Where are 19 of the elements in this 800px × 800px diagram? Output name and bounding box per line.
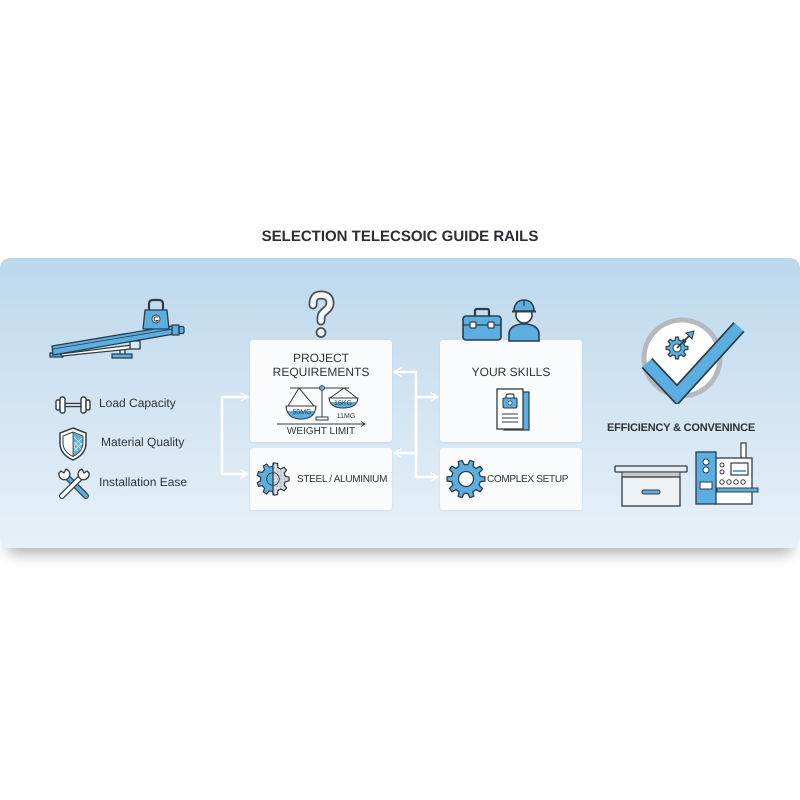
card-heading: PROJECT REQUIREMENTS — [272, 351, 370, 379]
feature-label: Material Quality — [101, 434, 184, 450]
feature-label: Installation Ease — [99, 474, 188, 490]
arrow — [220, 436, 249, 479]
background-panel — [0, 258, 800, 548]
card-label: COMPLEX SETUP — [487, 472, 568, 486]
info-card — [250, 340, 392, 442]
card-label: STEEL / ALUMINIUM — [297, 472, 388, 486]
info-card — [440, 340, 582, 442]
arrow — [220, 392, 249, 436]
card-caption: WEIGHT LIMIT — [286, 426, 356, 438]
info-card — [250, 448, 392, 510]
info-card — [440, 448, 582, 510]
feature-label: Load Capacity — [99, 395, 176, 411]
card-heading: YOUR SKILLS — [470, 365, 552, 379]
feature-label: EFFICIENCY & CONVENINCE — [607, 421, 755, 436]
arrow — [414, 425, 439, 482]
arrow — [414, 392, 439, 425]
diagram-title: SELECTION TELECSOIC GUIDE RAILS — [262, 227, 538, 247]
